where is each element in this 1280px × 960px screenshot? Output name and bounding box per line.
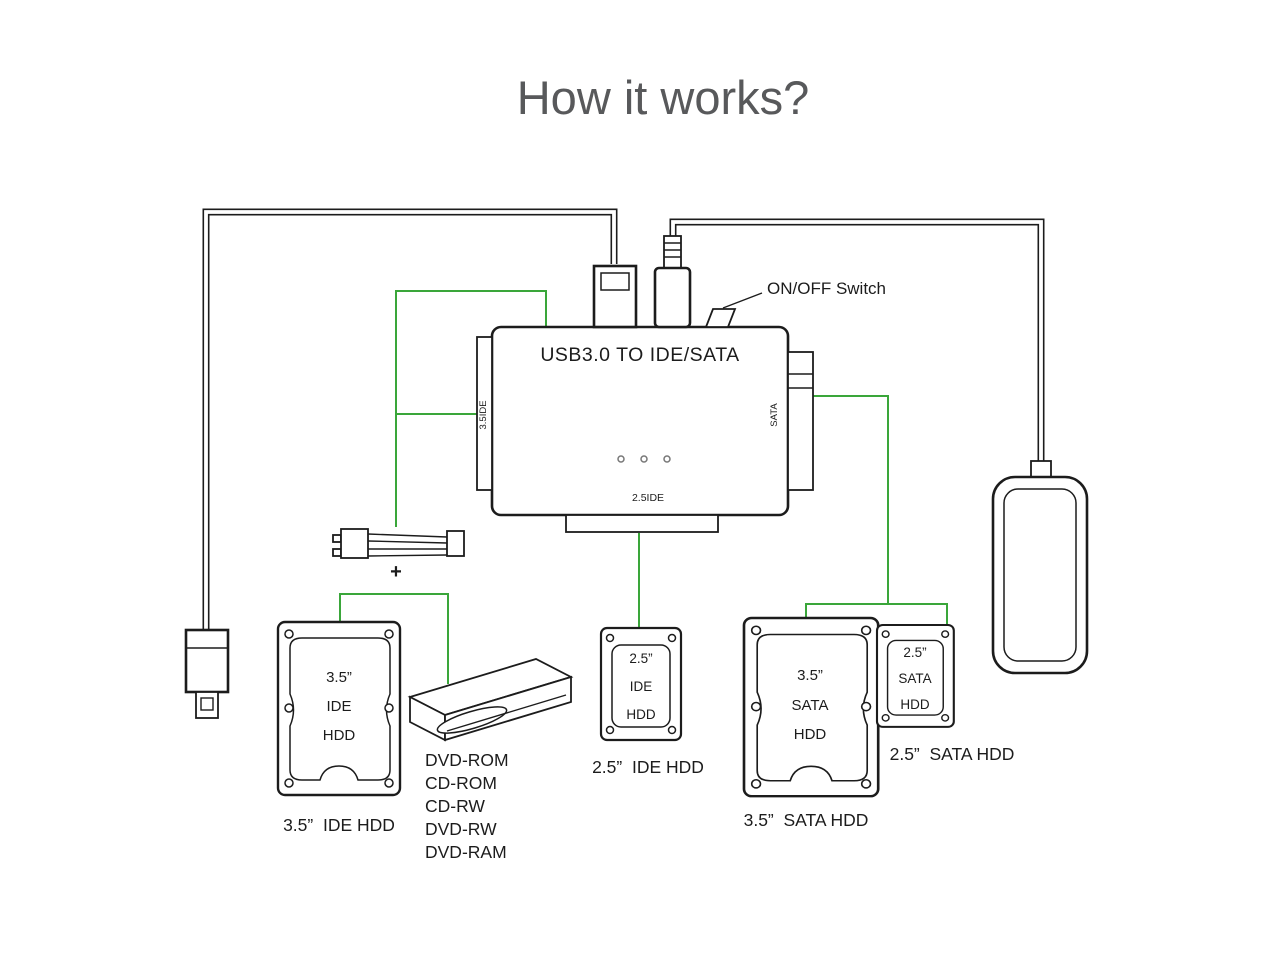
drive-35-ide-size: 3.5” xyxy=(326,669,352,686)
plus-sign: + xyxy=(390,561,402,583)
green-wire-power-split xyxy=(339,593,449,684)
optical-caption-line: DVD-RW xyxy=(425,819,497,839)
port-ide25-connector xyxy=(565,514,719,533)
adapter-unit: USB3.0 TO IDE/SATA 3.5IDE SATA 2.5IDE ON… xyxy=(476,279,886,533)
green-wire-ide35 xyxy=(395,290,547,527)
page-title: How it works? xyxy=(517,71,810,124)
drive-25-ide-bus: IDE xyxy=(630,679,653,694)
molex-power-connector xyxy=(332,528,465,559)
right-usb-cable xyxy=(669,218,1045,461)
onoff-switch-label: ON/OFF Switch xyxy=(767,279,886,298)
optical-caption-line: CD-RW xyxy=(425,796,485,816)
usb-b-connector xyxy=(592,264,638,329)
optical-caption-line: DVD-ROM xyxy=(425,750,509,770)
drive-25-ide-hdd: 2.5” IDE HDD 2.5” IDE HDD xyxy=(592,626,704,777)
port-ide35-connector xyxy=(476,336,493,491)
drive-25-sata-size: 2.5” xyxy=(903,645,926,660)
optical-caption-line: CD-ROM xyxy=(425,773,497,793)
drive-25-ide-type: HDD xyxy=(626,707,655,722)
adapter-label: USB3.0 TO IDE/SATA xyxy=(540,344,739,366)
port-sata-detail xyxy=(788,373,813,389)
drive-35-sata-type: HDD xyxy=(794,726,827,743)
onoff-switch xyxy=(704,308,737,328)
optical-caption-line: DVD-RAM xyxy=(425,842,507,862)
drive-35-sata-hdd: 3.5” SATA HDD 3.5” SATA HDD xyxy=(742,616,880,830)
green-wire-sata xyxy=(805,395,948,625)
drive-25-sata-bus: SATA xyxy=(898,671,931,686)
usb-a-plug xyxy=(184,628,230,719)
drive-35-ide-type: HDD xyxy=(323,727,356,744)
drive-35-sata-caption: 3.5” SATA HDD xyxy=(744,810,869,830)
drive-35-ide-bus: IDE xyxy=(326,698,351,715)
drive-35-sata-bus: SATA xyxy=(792,697,829,714)
external-enclosure xyxy=(991,460,1089,675)
drive-25-sata-hdd: 2.5” SATA HDD 2.5” SATA HDD xyxy=(875,623,1015,764)
port-ide35-label: 3.5IDE xyxy=(478,400,489,429)
drive-25-sata-caption: 2.5” SATA HDD xyxy=(890,744,1015,764)
drive-35-ide-hdd: 3.5” IDE HDD 3.5” IDE HDD xyxy=(276,620,402,835)
led-indicator xyxy=(663,455,671,463)
power-jack-connector xyxy=(653,235,692,329)
optical-drive: DVD-ROM CD-ROM CD-RW DVD-RW DVD-RAM xyxy=(407,658,574,862)
port-ide25-label: 2.5IDE xyxy=(632,492,664,504)
drive-35-sata-size: 3.5” xyxy=(797,667,823,684)
port-sata-connector xyxy=(787,351,814,491)
port-sata-label: SATA xyxy=(769,403,780,427)
onoff-switch-pointer xyxy=(722,292,763,309)
drive-25-sata-type: HDD xyxy=(900,697,929,712)
drive-25-ide-size: 2.5” xyxy=(629,651,652,666)
led-indicator xyxy=(617,455,625,463)
drive-35-ide-caption: 3.5” IDE HDD xyxy=(283,815,395,835)
led-indicator xyxy=(640,455,648,463)
drive-25-ide-caption: 2.5” IDE HDD xyxy=(592,757,704,777)
left-usb-cable xyxy=(202,208,618,632)
